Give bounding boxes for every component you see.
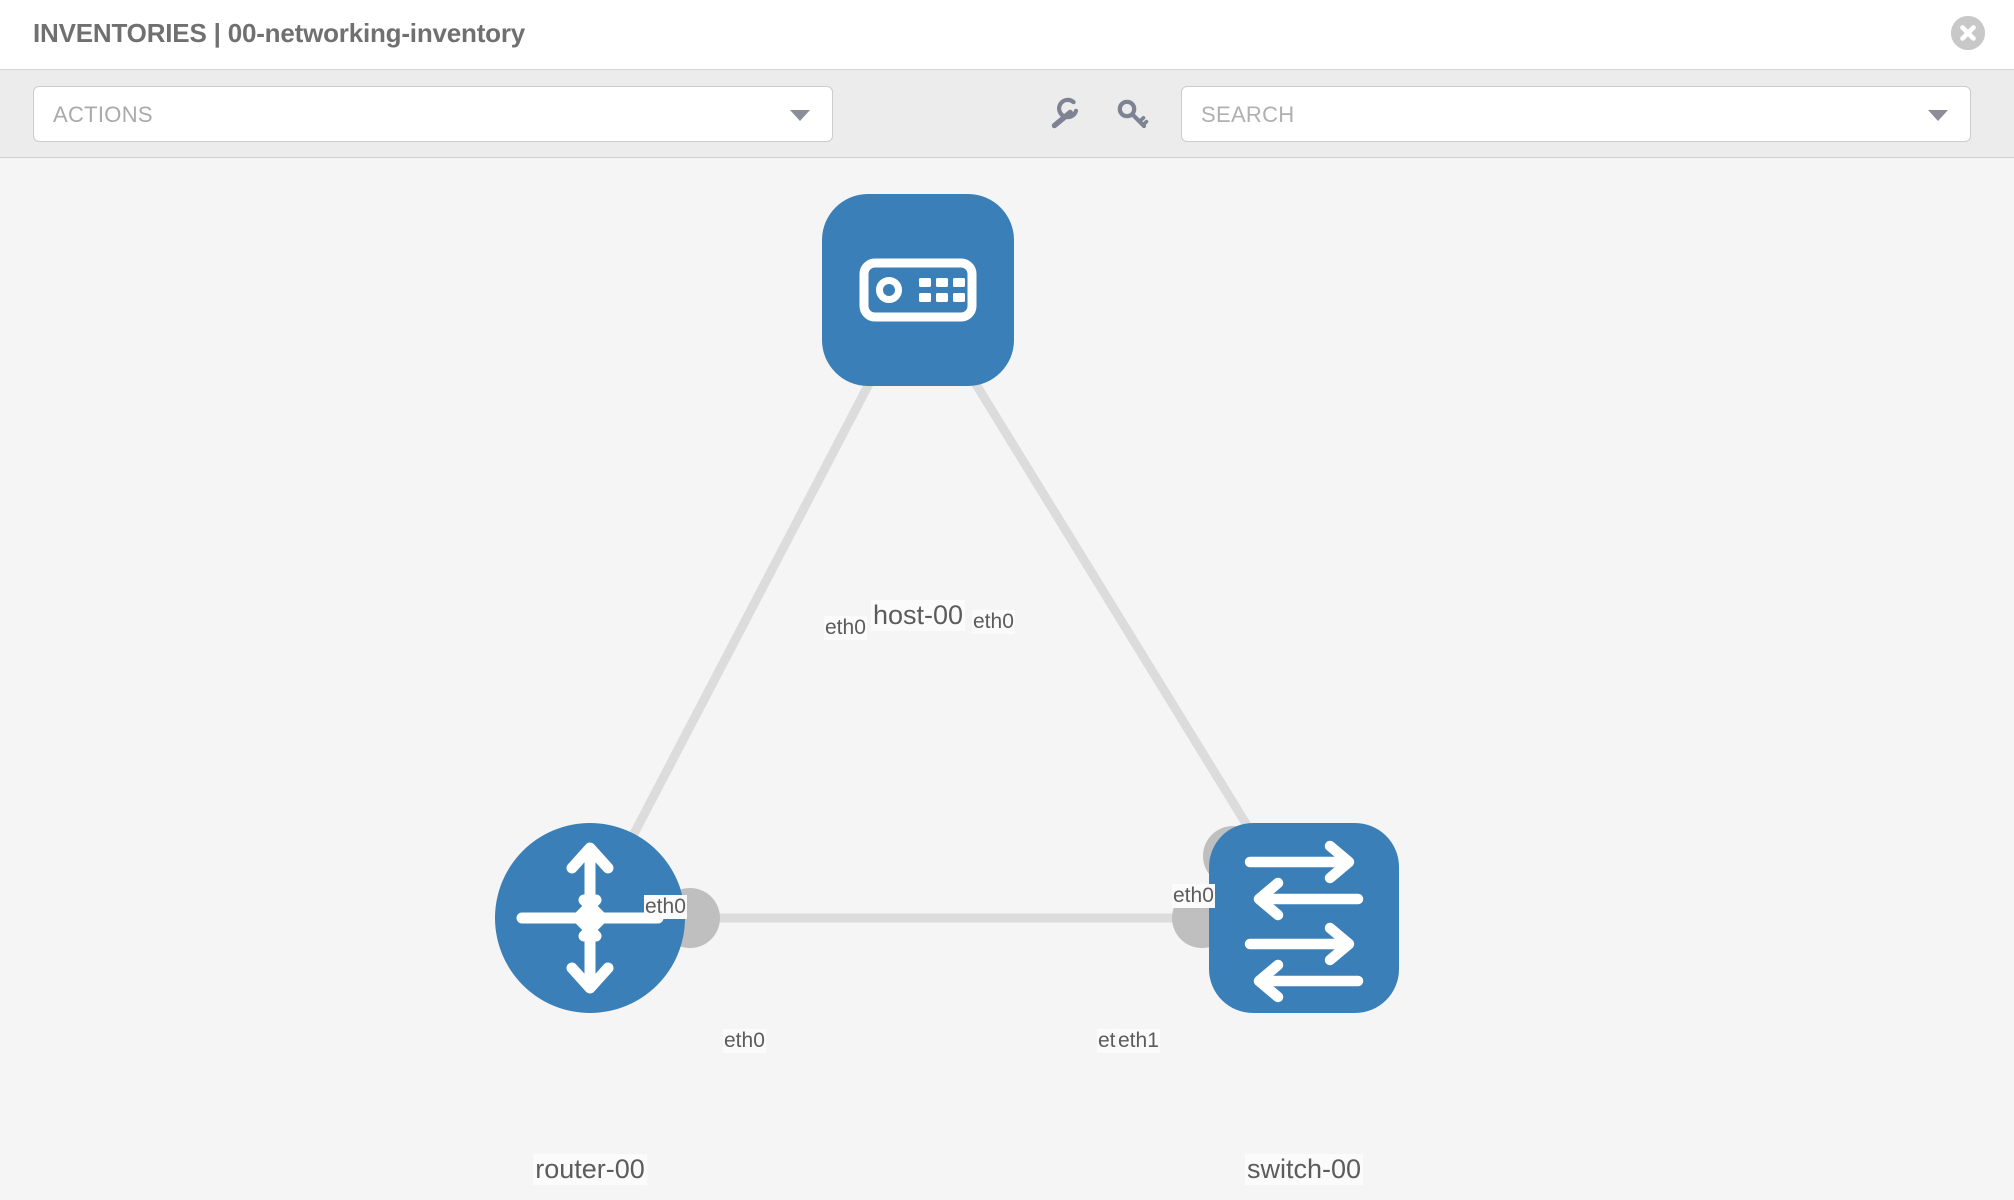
server-icon (859, 258, 977, 322)
page-header: INVENTORIES | 00-networking-inventory (0, 0, 2014, 70)
node-host-00[interactable] (822, 194, 1014, 386)
key-icon[interactable] (1114, 96, 1150, 132)
edge-host00-switch00[interactable] (914, 287, 1308, 921)
edge-label-host00-eth0-left: eth0 (824, 616, 867, 641)
edge-label-switch00-eth0-uplink: eth0 (1172, 884, 1215, 909)
edge-label-router00-eth0: eth0 (723, 1029, 766, 1054)
actions-dropdown[interactable]: ACTIONS (33, 86, 833, 142)
actions-dropdown-label: ACTIONS (53, 102, 153, 127)
node-router-00[interactable] (495, 823, 685, 1013)
edge-label-router00-eth0-uplink: eth0 (644, 895, 687, 920)
chevron-down-icon[interactable] (1928, 110, 1948, 121)
node-label-switch-00: switch-00 (1244, 1154, 1364, 1186)
node-label-host-00: host-00 (870, 600, 966, 632)
node-switch-00[interactable] (1209, 823, 1399, 1013)
toolbar: ACTIONS SEARCH (0, 70, 2014, 158)
page-title: INVENTORIES | 00-networking-inventory (33, 18, 526, 48)
edge-label-host00-eth0-right: eth0 (972, 610, 1015, 635)
node-label-router-00: router-00 (533, 1154, 647, 1186)
wrench-icon[interactable] (1046, 96, 1082, 132)
switch-icon (1244, 840, 1364, 1003)
search-placeholder: SEARCH (1201, 102, 1295, 127)
close-icon[interactable] (1951, 16, 1985, 50)
chevron-down-icon (790, 110, 810, 121)
topology-graph (495, 194, 1399, 1013)
search-input[interactable]: SEARCH (1181, 86, 1971, 142)
edge-label-switch00-eth1: eth1 (1117, 1029, 1160, 1054)
topology-canvas[interactable]: host-00 router-00 switch-00 eth0 eth0 et… (0, 158, 2014, 1200)
edge-host00-router00[interactable] (586, 287, 922, 921)
